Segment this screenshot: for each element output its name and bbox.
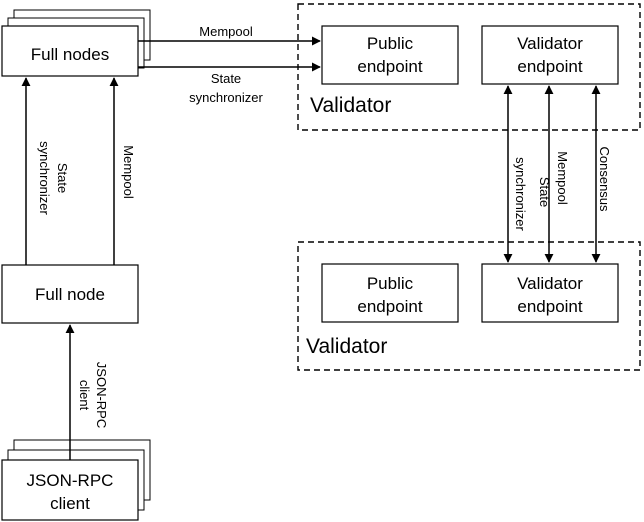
- validator-region-top: Validator Public endpoint Validator endp…: [297, 3, 641, 131]
- edge-jsonrpc-label-line2: client: [77, 380, 92, 411]
- validator-bottom-label: Validator: [306, 335, 387, 358]
- edge-state-sync-horizontal: State synchronizer: [138, 62, 321, 105]
- full-node-box: [1, 264, 139, 324]
- full-nodes-label: Full nodes: [31, 45, 109, 64]
- edge-jsonrpc-vertical: JSON-RPC client: [65, 324, 109, 460]
- edge-mempool-v-label: Mempool: [121, 145, 136, 199]
- public-endpoint-bottom: [321, 263, 459, 323]
- validator-endpoint-top-line1: Validator: [517, 34, 583, 53]
- edge-val-mempool-label: Mempool: [555, 151, 570, 205]
- validator-region-bottom: Validator Public endpoint Validator endp…: [297, 241, 641, 371]
- validator-endpoint-bottom-line1: Validator: [517, 274, 583, 293]
- jsonrpc-client-label-line1: JSON-RPC: [27, 471, 114, 490]
- jsonrpc-client-box: [1, 459, 139, 521]
- edge-mempool-vertical: Mempool: [109, 77, 136, 265]
- edge-val-state-sync-line2: synchronizer: [513, 157, 528, 231]
- full-nodes-stack: Full nodes: [1, 9, 151, 77]
- edge-state-sync-vertical: State synchronizer: [21, 77, 70, 265]
- edge-mempool-horizontal: Mempool: [138, 24, 321, 46]
- edge-state-sync-v-label-line2: synchronizer: [37, 141, 52, 215]
- validator-endpoint-top-line2: endpoint: [517, 57, 583, 76]
- validator-top-label: Validator: [310, 94, 391, 117]
- public-endpoint-bottom-line2: endpoint: [357, 297, 423, 316]
- jsonrpc-client-stack: JSON-RPC client: [1, 439, 151, 521]
- full-node: Full node: [1, 264, 139, 324]
- public-endpoint-top-line2: endpoint: [357, 57, 423, 76]
- edge-jsonrpc-label-line1: JSON-RPC: [94, 362, 109, 428]
- jsonrpc-client-label-line2: client: [50, 494, 90, 513]
- public-endpoint-top: [321, 25, 459, 85]
- edge-state-sync-label-line1: State: [211, 71, 241, 86]
- public-endpoint-bottom-line1: Public: [367, 274, 414, 293]
- edge-state-sync-v-label-line1: State: [55, 163, 70, 193]
- full-nodes-box: [1, 25, 139, 77]
- edge-validator-state-sync: State synchronizer: [503, 85, 552, 263]
- edge-val-consensus-label: Consensus: [597, 146, 612, 212]
- validator-endpoint-top: [481, 25, 619, 85]
- edge-validator-consensus: Consensus: [591, 85, 612, 263]
- edge-mempool-label: Mempool: [199, 24, 253, 39]
- full-node-label: Full node: [35, 285, 105, 304]
- validator-endpoint-bottom-line2: endpoint: [517, 297, 583, 316]
- edge-state-sync-label-line2: synchronizer: [189, 90, 263, 105]
- edge-validator-mempool: Mempool: [544, 85, 570, 263]
- validator-endpoint-bottom: [481, 263, 619, 323]
- public-endpoint-top-line1: Public: [367, 34, 414, 53]
